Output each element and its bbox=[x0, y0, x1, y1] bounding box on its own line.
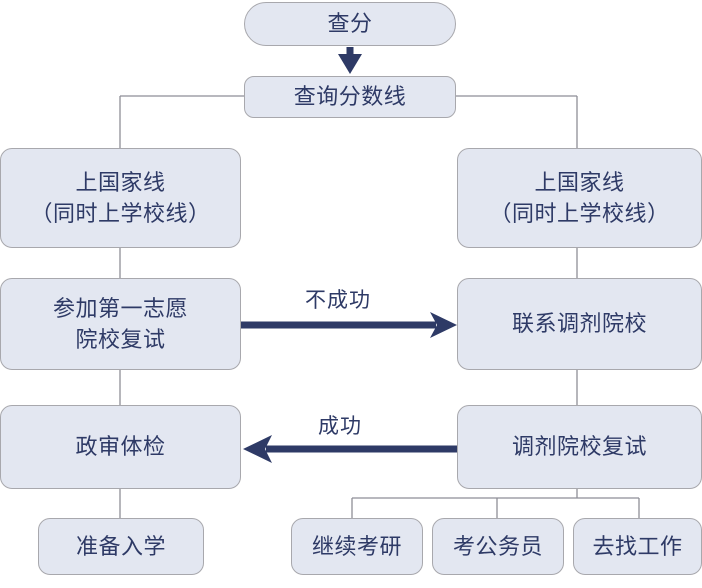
node-label: 上国家线 （同时上学校线） bbox=[489, 169, 670, 226]
node-label: 上国家线 （同时上学校线） bbox=[30, 169, 211, 226]
node-first-choice-interview[interactable]: 参加第一志愿 院校复试 bbox=[0, 278, 241, 370]
node-label: 调剂院校复试 bbox=[511, 434, 647, 460]
edge-chafen-to-chaxun bbox=[338, 47, 362, 74]
node-national-line-right[interactable]: 上国家线 （同时上学校线） bbox=[457, 148, 702, 248]
node-label: 继续考研 bbox=[311, 533, 402, 559]
edge-label-unsuccessful: 不成功 bbox=[305, 289, 371, 312]
edge-outcome-fanout bbox=[351, 489, 640, 518]
node-national-line-left[interactable]: 上国家线 （同时上学校线） bbox=[0, 148, 241, 248]
node-label: 参加第一志愿 院校复试 bbox=[52, 295, 188, 352]
node-find-job[interactable]: 去找工作 bbox=[573, 518, 702, 575]
node-check-score-line[interactable]: 查询分数线 bbox=[244, 76, 456, 118]
node-prepare-enrollment[interactable]: 准备入学 bbox=[38, 518, 204, 575]
node-civil-servant-exam[interactable]: 考公务员 bbox=[432, 518, 564, 575]
node-label: 政审体检 bbox=[75, 434, 166, 460]
node-check-score[interactable]: 查分 bbox=[244, 2, 456, 46]
node-contact-transfer-school[interactable]: 联系调剂院校 bbox=[457, 278, 702, 370]
node-label: 准备入学 bbox=[75, 533, 166, 559]
node-political-review-medical[interactable]: 政审体检 bbox=[0, 405, 241, 489]
edge-label-successful: 成功 bbox=[318, 415, 362, 438]
node-label: 查询分数线 bbox=[293, 84, 407, 110]
node-label: 考公务员 bbox=[452, 533, 543, 559]
node-label: 去找工作 bbox=[592, 533, 683, 559]
node-label: 联系调剂院校 bbox=[511, 311, 647, 337]
node-transfer-school-interview[interactable]: 调剂院校复试 bbox=[457, 405, 702, 489]
edge-fail-arrow bbox=[241, 312, 457, 338]
node-label: 查分 bbox=[327, 11, 373, 37]
node-continue-postgrad-exam[interactable]: 继续考研 bbox=[291, 518, 423, 575]
